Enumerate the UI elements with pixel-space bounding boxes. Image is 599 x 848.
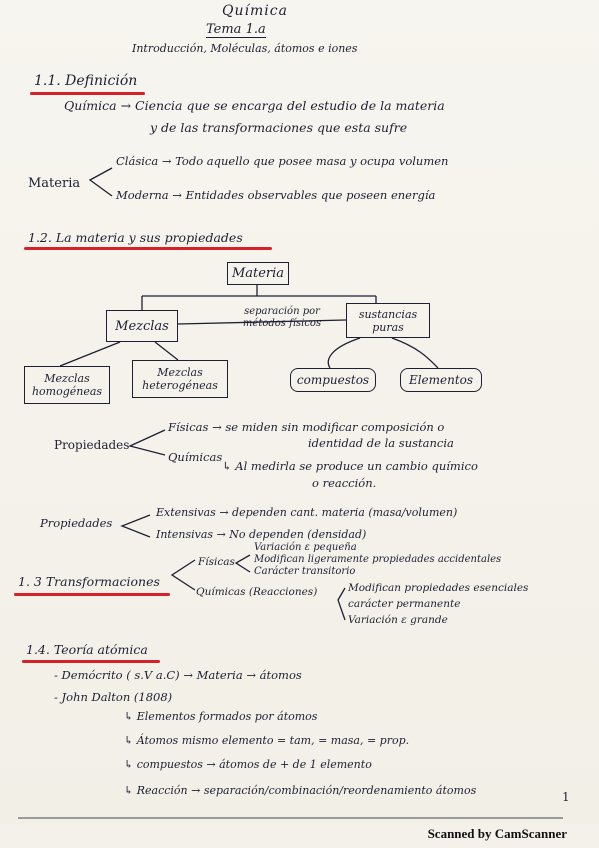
transf-fisicas-2: Modifican ligeramente propiedades accide…	[254, 554, 502, 565]
heading-1-3-underline	[14, 593, 170, 596]
transf-quimicas-label: Químicas (Reacciones)	[196, 586, 318, 598]
transf-fisicas-label: Físicas	[198, 556, 235, 568]
transf-fisicas-1: Variación ε pequeña	[254, 542, 357, 553]
diagram-heterogeneas-box: Mezclas heterogéneas	[132, 360, 228, 398]
transf-fisicas-3: Carácter transitorio	[254, 566, 356, 577]
heading-1-2-underline	[24, 247, 272, 250]
heading-1-2: 1.2. La materia y sus propiedades	[28, 230, 243, 245]
dalton-postulado-4: ↳ Reacción → separación/combinación/reor…	[124, 784, 477, 797]
propiedades-fisicas-cont: identidad de la sustancia	[308, 436, 454, 450]
transf-quimicas-2: carácter permanente	[348, 598, 461, 610]
definition-line-2: y de las transformaciones que esta sufre	[150, 120, 408, 135]
propiedades-label-2: Propiedades	[40, 516, 113, 530]
propiedades-quimicas: Químicas	[168, 450, 223, 464]
subject-title: Química	[222, 3, 288, 19]
topic-title: Tema 1.a	[206, 22, 266, 38]
heading-1-1-underline	[30, 92, 145, 95]
dalton-postulado-2: ↳ Átomos mismo elemento = tam, = masa, =…	[124, 734, 410, 747]
diagram-elementos-box: Elementos	[400, 368, 482, 392]
heading-1-1: 1.1. Definición	[34, 73, 138, 89]
subtitle: Introducción, Moléculas, átomos e iones	[132, 42, 358, 55]
teoria-democrito: - Demócrito ( s.V a.C) → Materia → átomo…	[54, 668, 302, 682]
diagram-sustancias-box: sustancias puras	[346, 303, 430, 338]
propiedades-quimicas-desc: ↳ Al medirla se produce un cambio químic…	[222, 459, 478, 473]
heading-1-4-underline	[22, 660, 160, 663]
heading-1-3: 1. 3 Transformaciones	[18, 574, 160, 589]
diagram-mezclas-box: Mezclas	[106, 310, 178, 342]
transf-quimicas-1: Modifican propiedades esenciales	[348, 582, 529, 594]
definition-line-1: Química → Ciencia que se encarga del est…	[64, 98, 445, 113]
transf-quimicas-3: Variación ε grande	[348, 614, 448, 626]
scanner-watermark: Scanned by CamScanner	[427, 826, 567, 841]
propiedades-intensivas: Intensivas → No dependen (densidad)	[156, 528, 367, 541]
propiedades-quimicas-cont: o reacción.	[312, 476, 377, 490]
materia-clasica: Clásica → Todo aquello que posee masa y …	[116, 154, 449, 168]
diagram-materia-box: Materia	[227, 262, 289, 285]
dalton-postulado-3: ↳ compuestos → átomos de + de 1 elemento	[124, 758, 372, 771]
teoria-dalton: - John Dalton (1808)	[54, 690, 173, 704]
propiedades-label-1: Propiedades	[54, 438, 130, 452]
materia-moderna: Moderna → Entidades observables que pose…	[116, 188, 436, 202]
page-number: 1	[562, 790, 570, 804]
propiedades-fisicas: Físicas → se miden sin modificar composi…	[168, 420, 445, 434]
diagram-compuestos-box: compuestos	[290, 368, 376, 392]
propiedades-extensivas: Extensivas → dependen cant. materia (mas…	[156, 506, 458, 519]
page-bottom-edge	[18, 817, 563, 819]
heading-1-4: 1.4. Teoría atómica	[26, 642, 148, 657]
diagram-homogeneas-box: Mezclas homogéneas	[24, 366, 110, 404]
notebook-page	[0, 0, 599, 824]
diagram-separacion-label: separación por métodos físicos	[242, 306, 322, 329]
materia-label: Materia	[28, 176, 81, 191]
dalton-postulado-1: ↳ Elementos formados por átomos	[124, 710, 318, 723]
